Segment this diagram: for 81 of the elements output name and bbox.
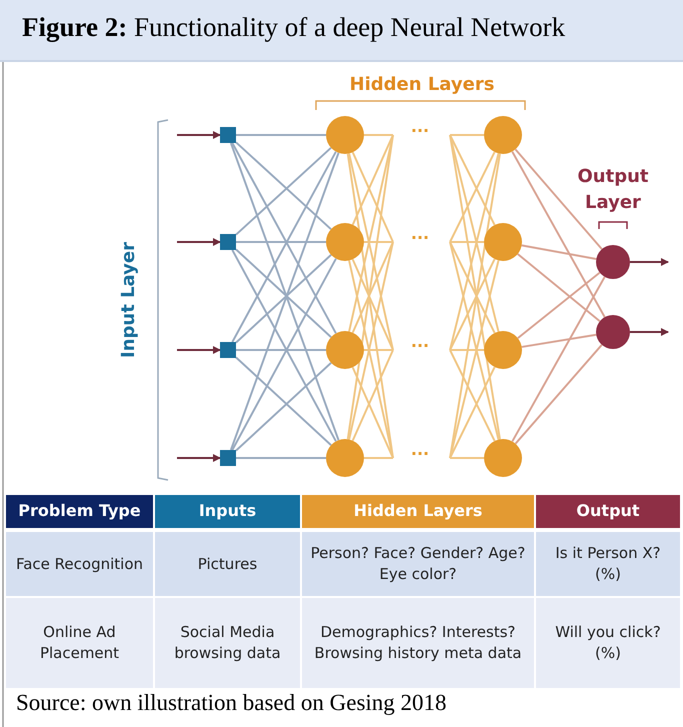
connection-line bbox=[449, 366, 496, 458]
ellipsis: ... bbox=[410, 332, 430, 351]
connection-line bbox=[364, 349, 393, 351]
connection-line bbox=[449, 153, 500, 350]
input-node bbox=[220, 234, 236, 250]
connection-line bbox=[348, 153, 394, 350]
connection-line bbox=[352, 152, 394, 242]
source-note: Source: own illustration based on Gesing 2018 bbox=[16, 690, 447, 716]
connection-line bbox=[514, 344, 603, 444]
arrow bbox=[630, 258, 669, 266]
table-cell: Pictures bbox=[155, 532, 300, 596]
ellipsis: ... bbox=[410, 224, 430, 243]
hidden-node bbox=[326, 439, 364, 477]
table-cell: Is it Person X? (%) bbox=[536, 532, 680, 596]
arrow bbox=[177, 131, 221, 139]
hidden-node bbox=[484, 331, 522, 369]
input-node bbox=[220, 450, 236, 466]
connection-line bbox=[450, 457, 484, 459]
connection-line bbox=[449, 242, 496, 334]
connection-line bbox=[449, 258, 496, 350]
header-cell: Problem Type bbox=[6, 495, 153, 528]
input-node bbox=[220, 342, 236, 358]
arrow bbox=[177, 454, 221, 462]
connection-line bbox=[511, 151, 606, 318]
connection-line bbox=[450, 349, 484, 351]
connection-line bbox=[236, 349, 326, 351]
connection-line bbox=[511, 276, 606, 442]
hidden-node bbox=[326, 331, 364, 369]
connection-line bbox=[364, 241, 393, 243]
connection-line bbox=[348, 260, 394, 458]
connection-line bbox=[352, 134, 394, 226]
layer-title: Output Layer bbox=[576, 165, 650, 216]
connection-line bbox=[517, 272, 600, 339]
header-cell: Hidden Layers bbox=[302, 495, 534, 528]
ellipsis: ... bbox=[410, 117, 430, 136]
connection-line bbox=[348, 134, 394, 332]
hidden-node bbox=[484, 116, 522, 154]
output-node bbox=[596, 245, 630, 279]
ellipsis: ... bbox=[410, 440, 430, 459]
connection-line bbox=[236, 134, 326, 136]
table-cell: Social Media browsing data bbox=[155, 598, 300, 688]
connection-line bbox=[450, 241, 484, 243]
connection-line bbox=[449, 260, 500, 458]
header-cell: Output bbox=[536, 495, 680, 528]
table-cell: Person? Face? Gender? Age? Eye color? bbox=[302, 532, 534, 596]
table-cell: Demographics? Interests? Browsing history meta data bbox=[302, 598, 534, 688]
layer-title: Input Layer bbox=[118, 241, 139, 360]
connection-line bbox=[364, 134, 393, 136]
connection-line bbox=[449, 152, 496, 242]
connection-line bbox=[450, 134, 484, 136]
hidden-node bbox=[326, 223, 364, 261]
table-cell: Face Recognition bbox=[6, 532, 153, 596]
connection-line bbox=[236, 241, 326, 243]
connection-line bbox=[522, 334, 596, 348]
hidden-node bbox=[484, 223, 522, 261]
header-cell: Inputs bbox=[155, 495, 300, 528]
connection-line bbox=[352, 350, 394, 442]
table-cell: Online Ad Placement bbox=[6, 598, 153, 688]
connection-line bbox=[517, 253, 600, 322]
connection-line bbox=[514, 148, 603, 250]
layer-title: Hidden Layers bbox=[348, 74, 496, 95]
connection-line bbox=[449, 350, 496, 442]
connection-line bbox=[236, 457, 326, 459]
connection-line bbox=[352, 366, 394, 458]
connection-line bbox=[449, 134, 496, 226]
hidden-node bbox=[484, 439, 522, 477]
table-cell: Will you click? (%) bbox=[536, 598, 680, 688]
connection-line bbox=[352, 242, 394, 334]
hidden-node bbox=[326, 116, 364, 154]
input-node bbox=[220, 127, 236, 143]
connection-line bbox=[348, 242, 394, 440]
connection-line bbox=[364, 457, 393, 459]
connection-line bbox=[522, 244, 596, 260]
figure-title: Figure 2: Functionality of a deep Neural Network bbox=[22, 12, 566, 43]
connection-line bbox=[449, 242, 500, 440]
arrow bbox=[630, 328, 669, 336]
arrow bbox=[177, 238, 221, 246]
output-node bbox=[596, 315, 630, 349]
connection-line bbox=[449, 134, 500, 332]
arrow bbox=[177, 346, 221, 354]
connection-line bbox=[352, 258, 394, 350]
